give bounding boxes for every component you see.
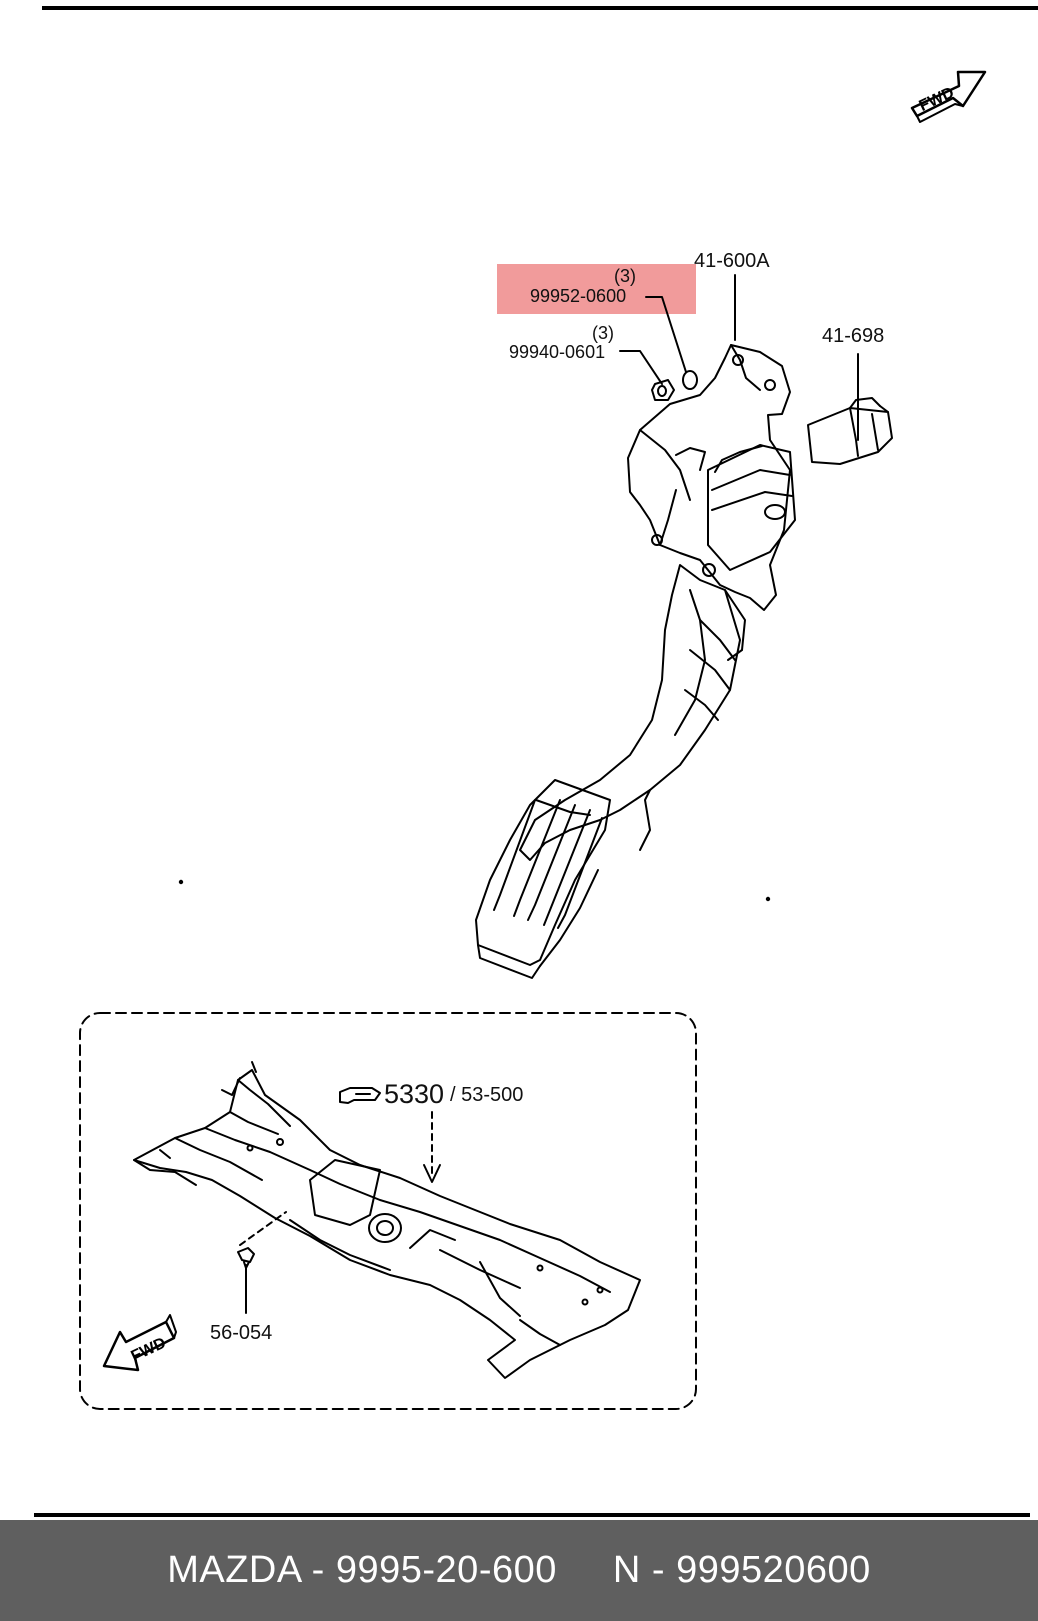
leader-bolt [619, 350, 663, 385]
bolt-qty-label: (3) [592, 323, 614, 343]
ref-sub-label: / 53-500 [450, 1084, 524, 1106]
pedal-arm [519, 564, 746, 861]
nut-part-label: 99952-0600 [530, 286, 627, 306]
footer-bar: MAZDA - 9995-20-600 N - 999520600 [0, 1520, 1038, 1621]
inset-frame [79, 1012, 697, 1410]
clip-leader [239, 1211, 287, 1246]
nut-icon [651, 379, 675, 401]
pedal-part-label: 41-600A [694, 250, 770, 272]
connector-part-label: 41-698 [822, 325, 885, 347]
part-highlight [497, 264, 696, 314]
pedal-bracket [627, 344, 796, 611]
svg-text:FWD: FWD [128, 1335, 168, 1366]
ref-main-label: 5330 [384, 1079, 445, 1109]
fwd-arrow-top-icon: FWD [910, 70, 987, 123]
pointing-hand-icon [339, 1087, 381, 1104]
footer-n-number: N - 999520600 [612, 1549, 871, 1591]
nut-qty-label: (3) [614, 266, 636, 286]
pedal-pad [475, 779, 611, 979]
leader-nut [645, 296, 687, 373]
cross-member [133, 1061, 641, 1379]
fwd-arrow-bottom-icon: FWD [102, 1314, 177, 1372]
washer-icon [682, 370, 698, 390]
bottom-rule [34, 1513, 1030, 1517]
connector-part [807, 397, 893, 465]
clip-part-label: 56-054 [210, 1322, 273, 1344]
svg-text:FWD: FWD [917, 84, 957, 115]
clip-icon [237, 1247, 255, 1269]
top-rule [42, 6, 1038, 10]
bolt-part-label: 99940-0601 [509, 342, 606, 362]
footer-brand-part: MAZDA - 9995-20-600 [167, 1549, 557, 1591]
